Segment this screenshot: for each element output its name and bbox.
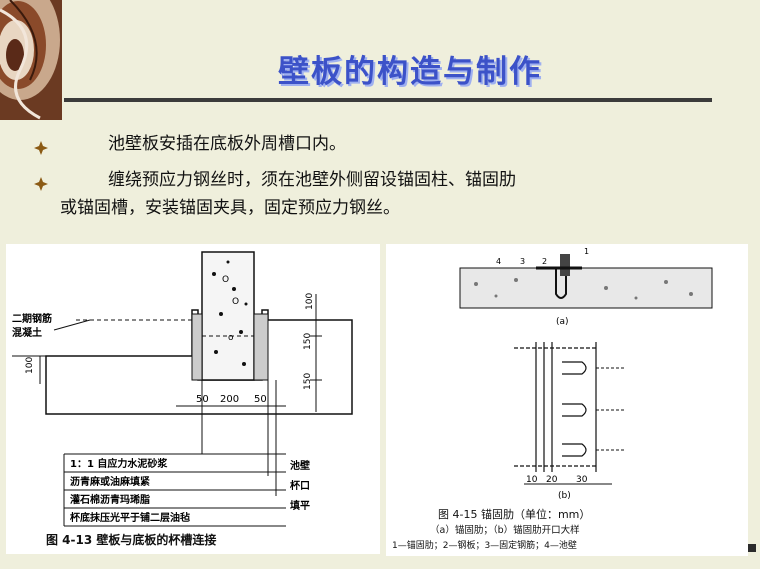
figure-4-15-caption: 图 4-15 锚固肋（单位：mm） (438, 507, 590, 521)
label-num-4: 4 (496, 257, 501, 266)
staircase-photo (0, 0, 62, 120)
title-divider (64, 98, 712, 102)
svg-text:o: o (228, 333, 234, 343)
svg-text:O: O (232, 297, 239, 307)
legend-row-4: 杯底抹压光平于铺二层油毡 (70, 511, 190, 524)
dim-150-a: 150 (303, 333, 313, 350)
dim-20: 20 (546, 475, 558, 485)
bullet-2-line-2: 或锚固槽，安装锚固夹具，固定预应力钢丝。 (60, 198, 400, 218)
legend-right-3: 填平 (290, 499, 310, 512)
figure-4-15-caption-2: （a）锚固肋；（b）锚固肋开口大样 (430, 524, 580, 536)
figure-4-13: OO o 二期钢筋 混凝土 100 100 150 150 50 200 50 (6, 244, 380, 554)
legend-row-2: 沥青麻或油麻填紧 (70, 475, 150, 488)
legend-right-2: 杯口 (290, 479, 310, 492)
dim-bottom-2: 200 (220, 394, 239, 405)
sub-b-label: (b) (558, 491, 571, 501)
dim-10: 10 (526, 475, 538, 485)
concrete-label-2: 混凝土 (12, 326, 42, 339)
bullet-star-icon (34, 176, 48, 191)
bullet-1-text: 池壁板安插在底板外周槽口内。 (108, 134, 346, 154)
dim-left: 100 (25, 357, 35, 374)
label-num-1: 1 (584, 247, 589, 256)
legend-row-3: 灌石棉沥青玛琋脂 (70, 493, 150, 506)
dim-150-b: 150 (303, 373, 313, 390)
slide-title: 壁板的构造与制作 (278, 54, 542, 90)
svg-text:O: O (222, 275, 229, 285)
dim-top-100: 100 (305, 293, 315, 310)
sub-a-label: (a) (556, 317, 569, 327)
figure-4-13-caption: 图 4-13 壁板与底板的杯槽连接 (46, 532, 216, 547)
legend-row-1: 1：1 自应力水泥砂浆 (70, 457, 168, 470)
label-num-2: 2 (542, 257, 547, 266)
bullet-2-line-1: 缠绕预应力钢丝时，须在池壁外侧留设锚固柱、锚固肋 (108, 170, 516, 190)
figure-4-15-caption-3: 1—锚固肋；2—钢板；3—固定钢筋；4—池壁 (392, 539, 577, 551)
label-num-3: 3 (520, 257, 525, 266)
figure-4-15: 1 4 3 2 (a) 10 20 30 (b) 图 4-15 锚固肋（单位：m… (386, 244, 748, 556)
slide-corner-marker (748, 544, 756, 552)
legend-right-1: 池壁 (290, 459, 310, 472)
dim-bottom-3: 50 (254, 394, 267, 405)
dim-30: 30 (576, 475, 588, 485)
bullet-star-icon (34, 140, 48, 155)
concrete-label-1: 二期钢筋 (12, 312, 52, 325)
